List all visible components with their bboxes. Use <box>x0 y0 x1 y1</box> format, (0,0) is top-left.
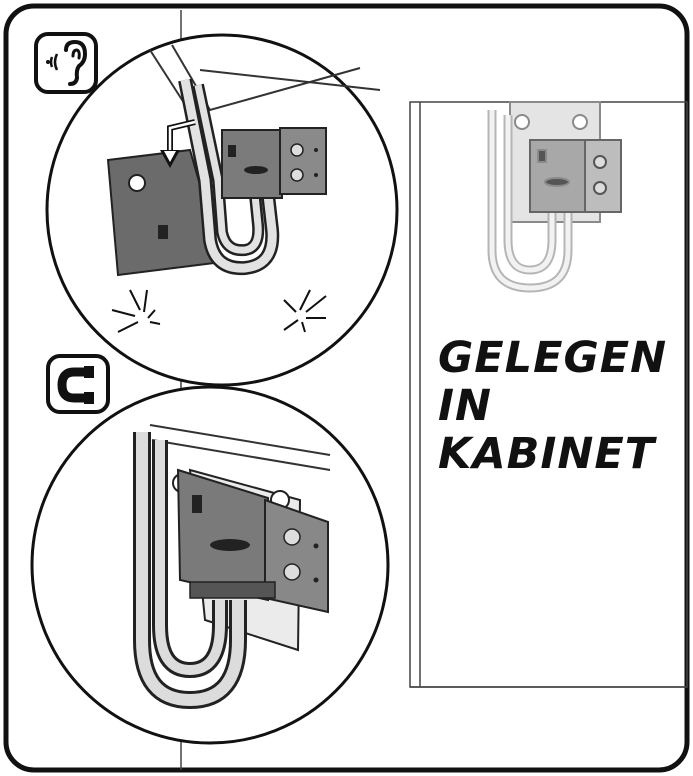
cabinet-module-faded <box>487 101 622 293</box>
control-box <box>221 129 283 199</box>
caption-line-3: KABINET <box>438 429 656 479</box>
caption-line-1: GELEGEN <box>438 333 668 383</box>
control-panel <box>279 127 327 195</box>
top-detail-illustration <box>106 44 381 333</box>
click-sound-marks <box>111 289 327 333</box>
magnet-icon <box>46 354 110 414</box>
ear-sound-icon <box>34 32 98 94</box>
caption-line-2: IN <box>438 381 492 431</box>
location-caption: GELEGEN IN KABINET <box>438 334 688 478</box>
bottom-detail-illustration <box>133 424 331 710</box>
control-panel-bottom <box>264 498 329 614</box>
